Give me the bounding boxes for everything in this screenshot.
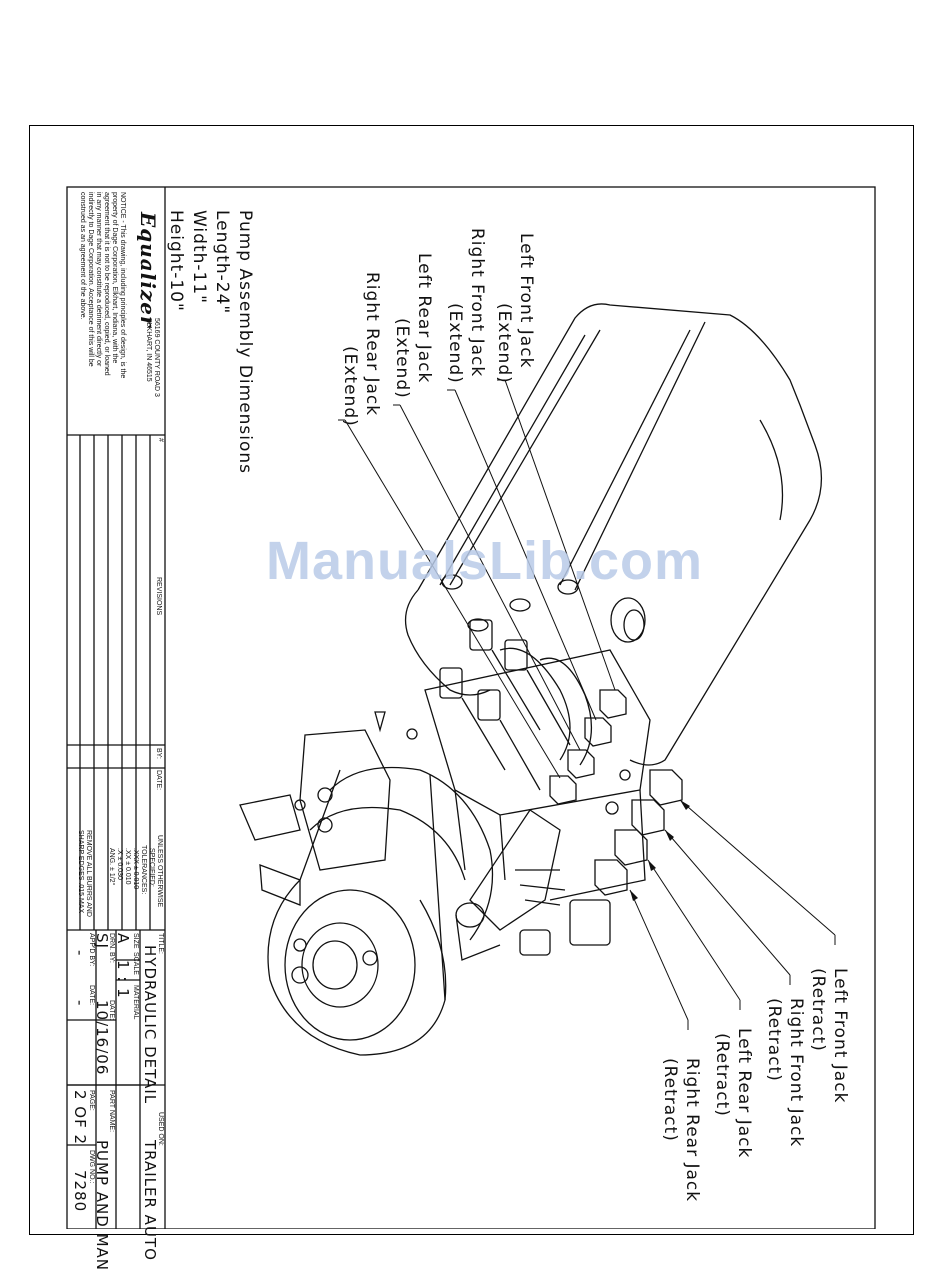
leader-lines-retract: [629, 799, 836, 1030]
retract-fittings: [594, 769, 683, 896]
reservoir-tank: [404, 303, 823, 766]
pump-assembly-drawing: [66, 186, 876, 1229]
leader-lines-extend: [338, 379, 616, 779]
solenoid-relay: [239, 711, 418, 906]
electric-motor: [267, 766, 494, 1056]
drawing-border: [66, 186, 876, 1229]
pump-cartridge: [455, 809, 611, 961]
watermark: ManualsLib.com: [266, 531, 704, 591]
extend-fittings: [549, 689, 627, 805]
manifold-block: [424, 649, 651, 901]
